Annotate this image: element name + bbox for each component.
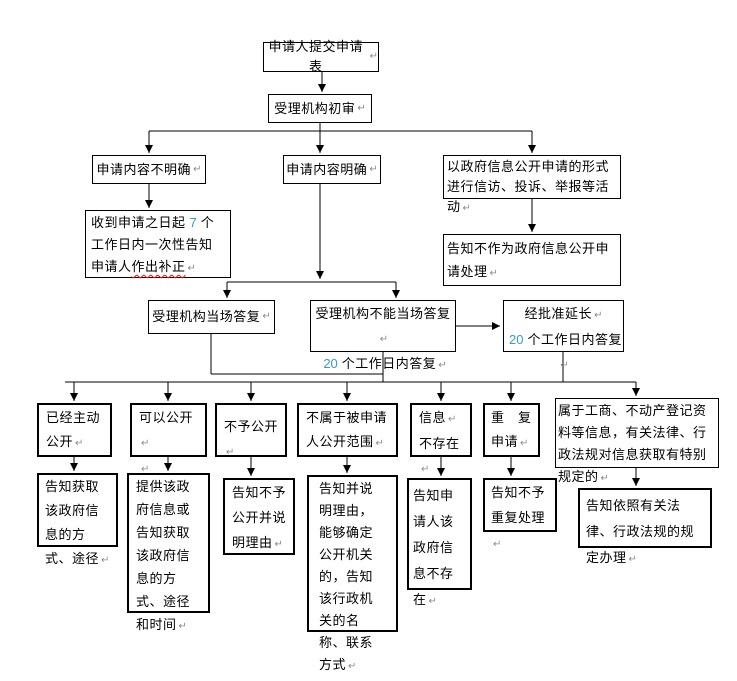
paragraph-mark: ↵ (101, 555, 110, 566)
paragraph-mark: ↵ (274, 539, 283, 550)
node-submit-application: 申请人提交申请表 ↵ (263, 39, 379, 74)
case-label: 不属于被申请人公开范围 (306, 410, 388, 449)
case-not-in-scope: 不属于被申请人公开范围↵ (297, 403, 398, 457)
result-label: 告知并说明理由，能够确定公开机关的，告知该行政机关的名称、联系方式 (319, 481, 374, 672)
case-special-regulation: 属于工商、不动产登记资料等信息，有关法律、行政法规对信息获取有特别规定的↵ (555, 398, 719, 484)
paragraph-mark: ↵ (594, 310, 603, 321)
result-label: 提供该政府信息或告知获取该政府信息的方式、途径和时间 (136, 479, 191, 632)
paragraph-mark: ↵ (448, 414, 457, 425)
paragraph-mark: ↵ (438, 360, 447, 371)
case-label: 信息 (419, 410, 447, 425)
paragraph-mark: ↵ (493, 539, 502, 550)
paragraph-mark: ↵ (379, 334, 389, 345)
paragraph-mark: ↵ (357, 102, 366, 114)
result-info-not-exist: 告知申请人该政府信息不存在↵ (407, 478, 472, 607)
paragraph-mark: ↵ (262, 311, 271, 322)
result-label: 告知不予重复处理 (491, 485, 546, 525)
node-label: 申请人提交申请表 (268, 39, 364, 74)
spellcheck-underlined-text: 作出补正 (131, 259, 186, 274)
paragraph-mark: ↵ (141, 464, 150, 475)
node-petition-activity: 以政府信息公开申请的形式进行信访、投诉、举报等活动↵ (443, 155, 621, 214)
node-content-clear: 申请内容明确↵ (283, 155, 381, 184)
days-number: 20 (509, 332, 524, 347)
result-already-public: 告知获取该政府信息的方式、途径↵ (37, 473, 118, 566)
node-label: 受理机构初审 (274, 100, 356, 116)
node-label: 申请内容明确 (286, 161, 368, 177)
paragraph-mark: ↵ (187, 263, 196, 274)
node-label: 个工作日内一次性告知申请人 (91, 215, 215, 274)
result-label: 告知获取该政府信息的方式、途径 (45, 479, 100, 566)
case-can-be-public: 可以公开 ↵ ↵ (130, 403, 207, 475)
paragraph-mark: ↵ (226, 447, 235, 458)
case-label: 不存在 (419, 436, 460, 451)
paragraph-mark: ↵ (193, 163, 202, 175)
node-label: 受理机构不能当场答复 (315, 306, 451, 321)
case-label: 公开 (46, 434, 74, 449)
node-not-as-disclosure: 告知不作为政府信息公开申请处理↵ (443, 234, 621, 286)
paragraph-mark: ↵ (462, 203, 471, 214)
node-content-unclear: 申请内容不明确↵ (92, 155, 206, 184)
paragraph-mark: ↵ (75, 438, 84, 449)
result-label: 告知申请人该政府信息不存在 (413, 488, 454, 607)
node-label: 受理机构当场答复 (152, 309, 261, 324)
paragraph-mark: ↵ (369, 51, 378, 62)
paragraph-mark: ↵ (489, 268, 498, 279)
result-not-to-be-public: 告知不予公开并说明理由↵ (223, 478, 295, 555)
paragraph-mark: ↵ (560, 360, 569, 371)
case-label: 不予公开 (224, 419, 279, 434)
paragraph-mark: ↵ (600, 473, 609, 484)
days-number: 20 (323, 356, 338, 371)
node-label: 告知不作为政府信息公开申请处理 (447, 241, 610, 279)
result-special-regulation: 告知依照有关法律、行政法规的规定办理↵ (578, 488, 712, 565)
paragraph-mark: ↵ (141, 438, 150, 449)
case-already-public: 已经主动 公开↵ (37, 403, 112, 457)
result-not-in-scope: 告知并说明理由，能够确定公开机关的，告知该行政机关的名称、联系方式↵ (307, 475, 398, 672)
result-label: 告知不予公开并说明理由 (232, 485, 287, 550)
node-label: 个工作日内答复 (341, 356, 437, 371)
node-label: 经批准延长 (524, 306, 593, 321)
paragraph-mark: ↵ (178, 621, 187, 632)
node-label: 申请内容不明确 (96, 161, 192, 177)
node-label: 以政府信息公开申请的形式进行信访、投诉、举报等活动 (447, 159, 610, 214)
case-label: 重 复 (491, 410, 532, 425)
paragraph-mark: ↵ (421, 464, 430, 475)
paragraph-mark: ↵ (428, 596, 437, 607)
node-label: 个工作日内答复 (527, 332, 622, 347)
case-info-not-exist: 信息↵ 不存在↵ (410, 403, 472, 475)
node-onspot-reply: 受理机构当场答复↵ (148, 300, 275, 334)
node-label: 收到申请之日起 (91, 215, 186, 230)
case-label: 申请 (491, 434, 519, 449)
paragraph-mark: ↵ (628, 554, 637, 565)
result-can-be-public: 提供该政府信息或告知获取该政府信息的方式、途径和时间↵ (127, 473, 210, 632)
days-number: 7 (189, 215, 197, 230)
paragraph-mark: ↵ (348, 661, 357, 672)
case-label: 可以公开 (139, 410, 194, 425)
paragraph-mark: ↵ (369, 163, 378, 175)
case-label: 属于工商、不动产登记资料等信息，有关法律、行政法规对信息获取有特别规定的 (558, 403, 707, 484)
case-label: 已经主动 (46, 410, 101, 425)
paragraph-mark: ↵ (375, 438, 384, 449)
result-label: 告知依照有关法律、行政法规的规定办理 (586, 498, 695, 565)
case-not-to-be-public: 不予公开 ↵ (215, 403, 287, 458)
case-repeated-request: 重 复 申请↵ (483, 403, 540, 457)
node-initial-review: 受理机构初审↵ (268, 94, 372, 123)
result-repeated-request: 告知不予重复处理 ↵ (483, 478, 557, 550)
paragraph-mark: ↵ (520, 438, 529, 449)
